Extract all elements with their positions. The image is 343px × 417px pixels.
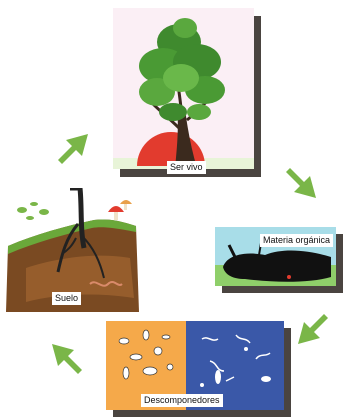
arrow-shape <box>286 168 316 198</box>
organic-matter-panel: Materia orgánica <box>215 227 336 286</box>
soil-panel: Suelo <box>6 188 139 315</box>
arrow-shape <box>58 134 88 164</box>
decomposers-panel: Descomponedores <box>106 321 284 410</box>
label-materia-organica: Materia orgánica <box>260 234 333 247</box>
arrow-soil-to-tree <box>54 128 94 168</box>
tree-illustration <box>113 8 254 169</box>
arrow-tree-to-organic <box>282 164 322 204</box>
arrow-shape <box>298 314 328 344</box>
label-descomponedores: Descomponedores <box>141 394 223 407</box>
label-ser-vivo: Ser vivo <box>167 161 206 174</box>
arrow-decomposers-to-soil <box>46 338 86 378</box>
arrow-shape <box>52 344 82 374</box>
tree-panel: Ser vivo <box>113 8 254 169</box>
arrow-organic-to-decomposers <box>292 310 332 350</box>
label-suelo: Suelo <box>52 292 81 305</box>
